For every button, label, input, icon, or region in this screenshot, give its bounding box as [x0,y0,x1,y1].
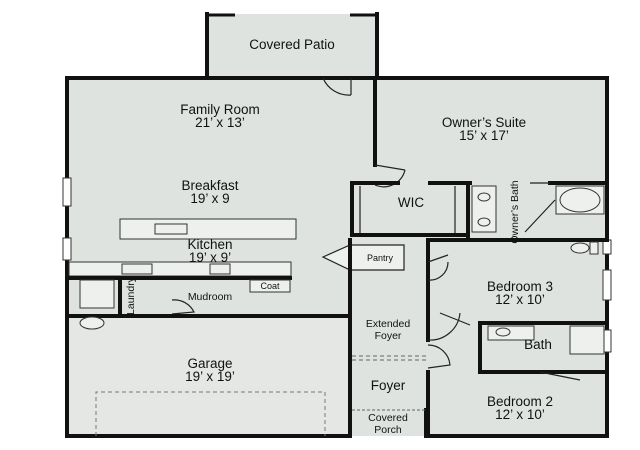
hall-bath-door [539,371,581,381]
label-family-room-dims: 21’ x 13’ [195,115,245,130]
label-bedroom2: Bedroom 2 [487,394,553,409]
patio-door-swing [322,77,352,96]
washer-dryer [79,279,115,309]
label-breakfast-dims: 19’ x 9 [190,191,229,206]
label-covered-porch-2: Porch [374,424,402,436]
label-wic: WIC [398,195,424,210]
sink-1 [477,192,491,202]
label-breakfast: Breakfast [181,178,238,193]
toilet [570,242,590,254]
window-kitchen [62,237,72,261]
bath-door [524,182,556,233]
tub-basin [559,187,601,213]
sink-2 [477,217,491,227]
coat-closet [249,279,291,293]
label-pantry: Pantry [367,253,394,263]
toilet-tank [589,241,599,255]
label-family-room: Family Room [180,102,260,117]
label-foyer: Foyer [371,378,406,393]
porch-area [350,410,426,436]
hall-tub [569,325,605,355]
label-garage-dims: 19’ x 19’ [185,369,235,384]
label-mudroom: Mudroom [188,291,233,303]
label-laundry: Laundry [125,276,137,315]
label-kitchen: Kitchen [187,237,232,252]
label-owners-bath: Owner’s Bath [509,180,521,243]
wic-wall [350,181,400,237]
pantry-box [321,244,405,271]
window-breakfast [62,177,72,207]
label-owners-suite-dims: 15’ x 17’ [459,128,509,143]
kitchen-island [119,218,297,240]
water-heater [79,316,105,330]
hall-door-1 [427,312,471,341]
label-bath: Bath [524,337,552,352]
label-covered-porch-1: Covered [368,412,408,424]
island-sink [154,223,188,235]
label-bedroom2-dims: 12’ x 10’ [495,407,545,422]
window-bedroom3 [602,269,612,301]
label-bedroom3: Bedroom 3 [487,279,553,294]
mudroom-door [171,299,195,315]
garage-floor [69,316,349,436]
label-bedroom3-dims: 12’ x 10’ [495,292,545,307]
label-covered-patio: Covered Patio [249,37,335,52]
covered-patio-area [207,14,377,78]
garage-door [95,391,326,436]
label-extended-foyer-2: Foyer [375,330,402,342]
bedroom2-door [427,344,451,369]
label-coat: Coat [260,281,280,291]
label-owners-suite: Owner’s Suite [442,115,526,130]
dishwasher [209,263,231,275]
hall-sink [495,327,511,337]
label-extended-foyer-1: Extended [366,318,411,330]
kitchen-counter [68,261,292,277]
label-garage: Garage [187,356,232,371]
range [121,263,153,275]
label-kitchen-dims: 19’ x 9’ [189,250,231,265]
bedroom3-door [427,254,449,281]
window-bath-owner [602,239,612,255]
